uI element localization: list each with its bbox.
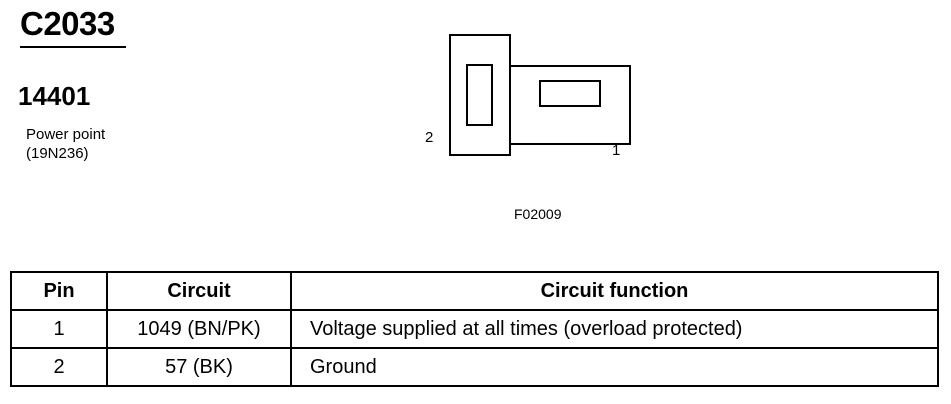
- header-circuit-function: Circuit function: [290, 271, 939, 311]
- pin-1-label: 1: [612, 142, 620, 159]
- connector-face-diagram: 2 1: [425, 34, 631, 159]
- table-header-row: Pin Circuit Circuit function: [10, 271, 939, 311]
- cell-circuit: 1049 (BN/PK): [106, 309, 292, 349]
- title-underline: [20, 46, 126, 48]
- part-number: 14401: [18, 81, 91, 111]
- figure-id: F02009: [514, 206, 562, 222]
- cell-pin: 2: [10, 347, 108, 387]
- description-line-2: (19N236): [26, 145, 89, 162]
- pin-2-cavity: [466, 64, 493, 126]
- connector-extension: [509, 65, 631, 145]
- pin-1-cavity: [539, 80, 601, 107]
- pin-2-label: 2: [425, 129, 433, 146]
- cell-pin: 1: [10, 309, 108, 349]
- table-row: 2 57 (BK) Ground: [10, 347, 939, 387]
- cell-circuit-function: Voltage supplied at all times (overload …: [290, 309, 939, 349]
- connector-housing: [449, 34, 511, 156]
- description-line-1: Power point: [26, 126, 106, 143]
- pinout-table: Pin Circuit Circuit function 1 1049 (BN/…: [10, 271, 939, 387]
- component-description: Power point (19N236): [26, 125, 105, 163]
- header-circuit: Circuit: [106, 271, 292, 311]
- table-row: 1 1049 (BN/PK) Voltage supplied at all t…: [10, 309, 939, 349]
- header-pin: Pin: [10, 271, 108, 311]
- connector-id: C2033: [20, 5, 115, 42]
- cell-circuit: 57 (BK): [106, 347, 292, 387]
- cell-circuit-function: Ground: [290, 347, 939, 387]
